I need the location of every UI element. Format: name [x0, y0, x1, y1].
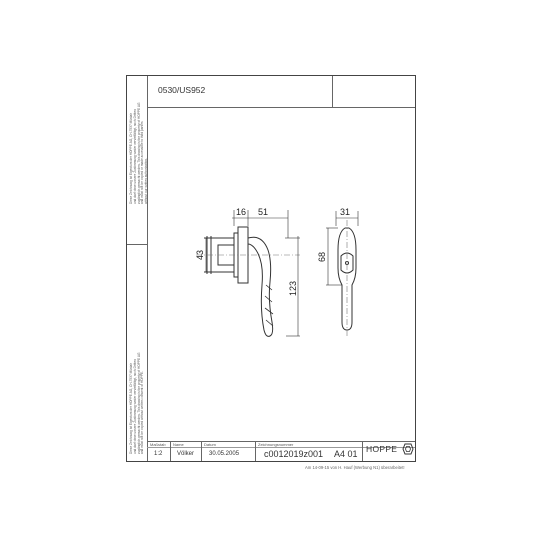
- dim-16: 16: [236, 207, 246, 217]
- tb-col-1: [170, 441, 171, 461]
- dim-43: 43: [195, 250, 205, 260]
- drawing-sheet: 0530/US952 Diese Zeichnung ist Eigentum …: [126, 75, 416, 462]
- tb-col-3: [255, 441, 256, 461]
- dim-123: 123: [288, 281, 298, 296]
- hoppe-brand: HOPPE: [366, 444, 398, 454]
- part-number: 0530/US952: [158, 85, 206, 95]
- scale-label: Maßstab: [150, 442, 166, 447]
- tb-col-4: [362, 441, 363, 461]
- name-label: Name: [173, 442, 184, 447]
- handle-outline: [247, 236, 274, 337]
- dim-51: 51: [258, 207, 268, 217]
- drawing-number-label: Zeichnungsnummer: [258, 442, 294, 447]
- margin-separator: [127, 244, 147, 245]
- tb-col-2: [201, 441, 202, 461]
- side-view-button: [340, 252, 354, 274]
- hoppe-logo-icon: [402, 443, 414, 455]
- title-block-mid: [147, 447, 415, 448]
- date-value: 30.05.2005: [209, 451, 240, 457]
- grip-hatching: [264, 284, 274, 327]
- header-split: [332, 76, 333, 107]
- date-label: Datum: [204, 442, 216, 447]
- margin-divider: [147, 76, 148, 461]
- revision-note: Am 14-09-15 von H. Hauf (Werbung N1) übe…: [305, 465, 405, 470]
- square-spindle: [217, 244, 235, 266]
- name-value: Völker: [177, 451, 195, 457]
- dim-68: 68: [317, 252, 327, 262]
- sheet-format: A4 01: [334, 449, 358, 459]
- drawing-number: c0012019z001: [264, 449, 324, 459]
- title-block-top: [147, 441, 415, 442]
- scale-value: 1:2: [154, 451, 163, 457]
- header-divider: [147, 107, 415, 108]
- spindle-lines: [204, 237, 234, 273]
- dim-31: 31: [340, 207, 350, 217]
